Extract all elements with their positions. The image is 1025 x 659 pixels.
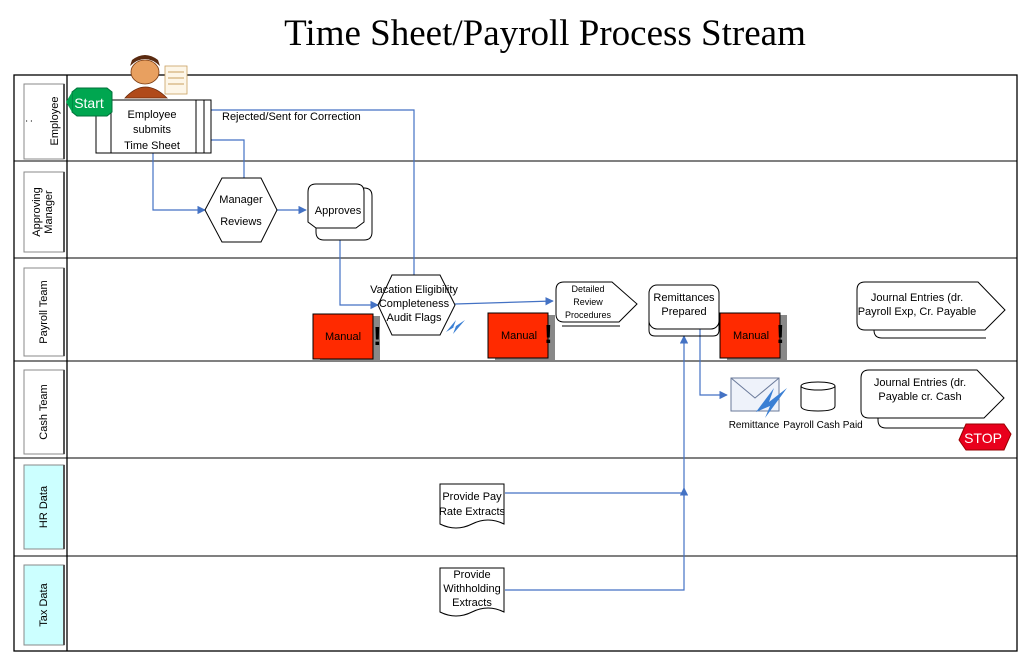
approves-node: Approves (307, 183, 373, 241)
submit-line-3: Time Sheet (124, 140, 180, 152)
vacation-line-3: Audit Flags (386, 312, 442, 324)
hr-line-2: Rate Extracts (439, 506, 506, 518)
connector-submit-to-review (152, 153, 206, 215)
lane-label-approving-manager: Approving (31, 187, 43, 237)
employee-submits-box: Employee submits Time Sheet (95, 99, 212, 154)
manager-reviews-node: Manager Reviews (204, 177, 278, 243)
alert-icon: ! (544, 319, 553, 349)
manual-label-2: Manual (501, 330, 537, 342)
connector-review-back (201, 135, 245, 178)
journal1-line-1: Journal Entries (dr. (871, 292, 963, 304)
remittances-prepared-node: Remittances Prepared (648, 284, 720, 337)
detailed-line-2: Review (573, 297, 603, 307)
manual-box-2: Manual ! (487, 312, 555, 360)
journal2-line-2: Payable cr. Cash (878, 391, 961, 403)
vacation-eligibility-node: Vacation Eligibility Completeness Audit … (370, 274, 458, 336)
page-title: Time Sheet/Payroll Process Stream (284, 13, 806, 54)
alert-icon: ! (776, 319, 785, 349)
lane-label-payroll-team: Payroll Team (38, 280, 50, 343)
alert-icon: ! (373, 321, 382, 351)
remit-line-1: Remittances (653, 292, 715, 304)
detailed-line-1: Detailed (571, 284, 604, 294)
rejected-label: Rejected/Sent for Correction (222, 111, 361, 123)
tax-extract-document: Provide Withholding Extracts (439, 567, 505, 617)
connector-vacation-to-detailed (454, 297, 554, 306)
hr-line-1: Provide Pay (442, 491, 502, 503)
manual-label-1: Manual (325, 331, 361, 343)
remit-line-2: Prepared (661, 306, 706, 318)
journal2-line-1: Journal Entries (dr. (874, 377, 966, 389)
connector-rejected (201, 105, 415, 275)
lane-header-employee: Employee : (23, 83, 65, 160)
lane-label-tax-data: Tax Data (38, 582, 50, 626)
reviews-line-1: Manager (219, 194, 263, 206)
start-label: Start (74, 95, 104, 111)
connector-remit-to-remittance (699, 327, 728, 400)
cash-paid-label: Payroll Cash Paid (783, 420, 862, 431)
journal-entries-payroll-node: Journal Entries (dr. Payroll Exp, Cr. Pa… (856, 281, 1006, 339)
lane-header-hr-data: HR Data (23, 464, 65, 550)
envelope-icon (730, 377, 787, 418)
lightning-icon (446, 320, 465, 334)
connectors (152, 105, 728, 591)
tax-line-3: Extracts (452, 597, 492, 609)
lane-label-approving-manager-2: Manager (43, 190, 55, 234)
hr-extract-document: Provide Pay Rate Extracts (439, 483, 506, 529)
lane-label-cash-team: Cash Team (38, 384, 50, 439)
journal-entries-cash-node: Journal Entries (dr. Payable cr. Cash (860, 369, 1005, 429)
journal1-line-2: Payroll Exp, Cr. Payable (858, 306, 977, 318)
manual-box-1: Manual ! (312, 313, 382, 361)
connector-tax-extract (505, 335, 689, 591)
connector-approve-to-vacation (339, 240, 379, 310)
remittance-label: Remittance (729, 420, 780, 431)
lane-label-hr-data: HR Data (38, 485, 50, 528)
stop-label: STOP (964, 430, 1002, 446)
start-terminal: Start (66, 87, 113, 117)
lane-header-cash-team: Cash Team (23, 369, 65, 455)
reviews-line-2: Reviews (220, 216, 262, 228)
swimlane-frame (13, 74, 1018, 652)
detailed-review-node: Detailed Review Procedures (555, 281, 638, 327)
lane-label-employee: Employee (49, 97, 61, 146)
lane-header-tax-data: Tax Data (23, 564, 65, 646)
stop-terminal: STOP (958, 423, 1012, 451)
detailed-line-3: Procedures (565, 310, 612, 320)
lane-header-approving-manager: Approving Manager (23, 171, 65, 253)
database-icon (800, 381, 836, 412)
person-icon (124, 55, 188, 99)
submit-line-2: submits (133, 124, 171, 136)
manual-box-3: Manual ! (719, 312, 787, 360)
approves-label: Approves (315, 205, 362, 217)
lane-marker: : (23, 119, 35, 122)
tax-line-1: Provide (453, 569, 490, 581)
vacation-line-1: Vacation Eligibility (370, 284, 458, 296)
tax-line-2: Withholding (443, 583, 500, 595)
vacation-line-2: Completeness (379, 298, 450, 310)
manual-label-3: Manual (733, 330, 769, 342)
submit-line-1: Employee (128, 109, 177, 121)
lane-header-payroll-team: Payroll Team (23, 267, 65, 357)
